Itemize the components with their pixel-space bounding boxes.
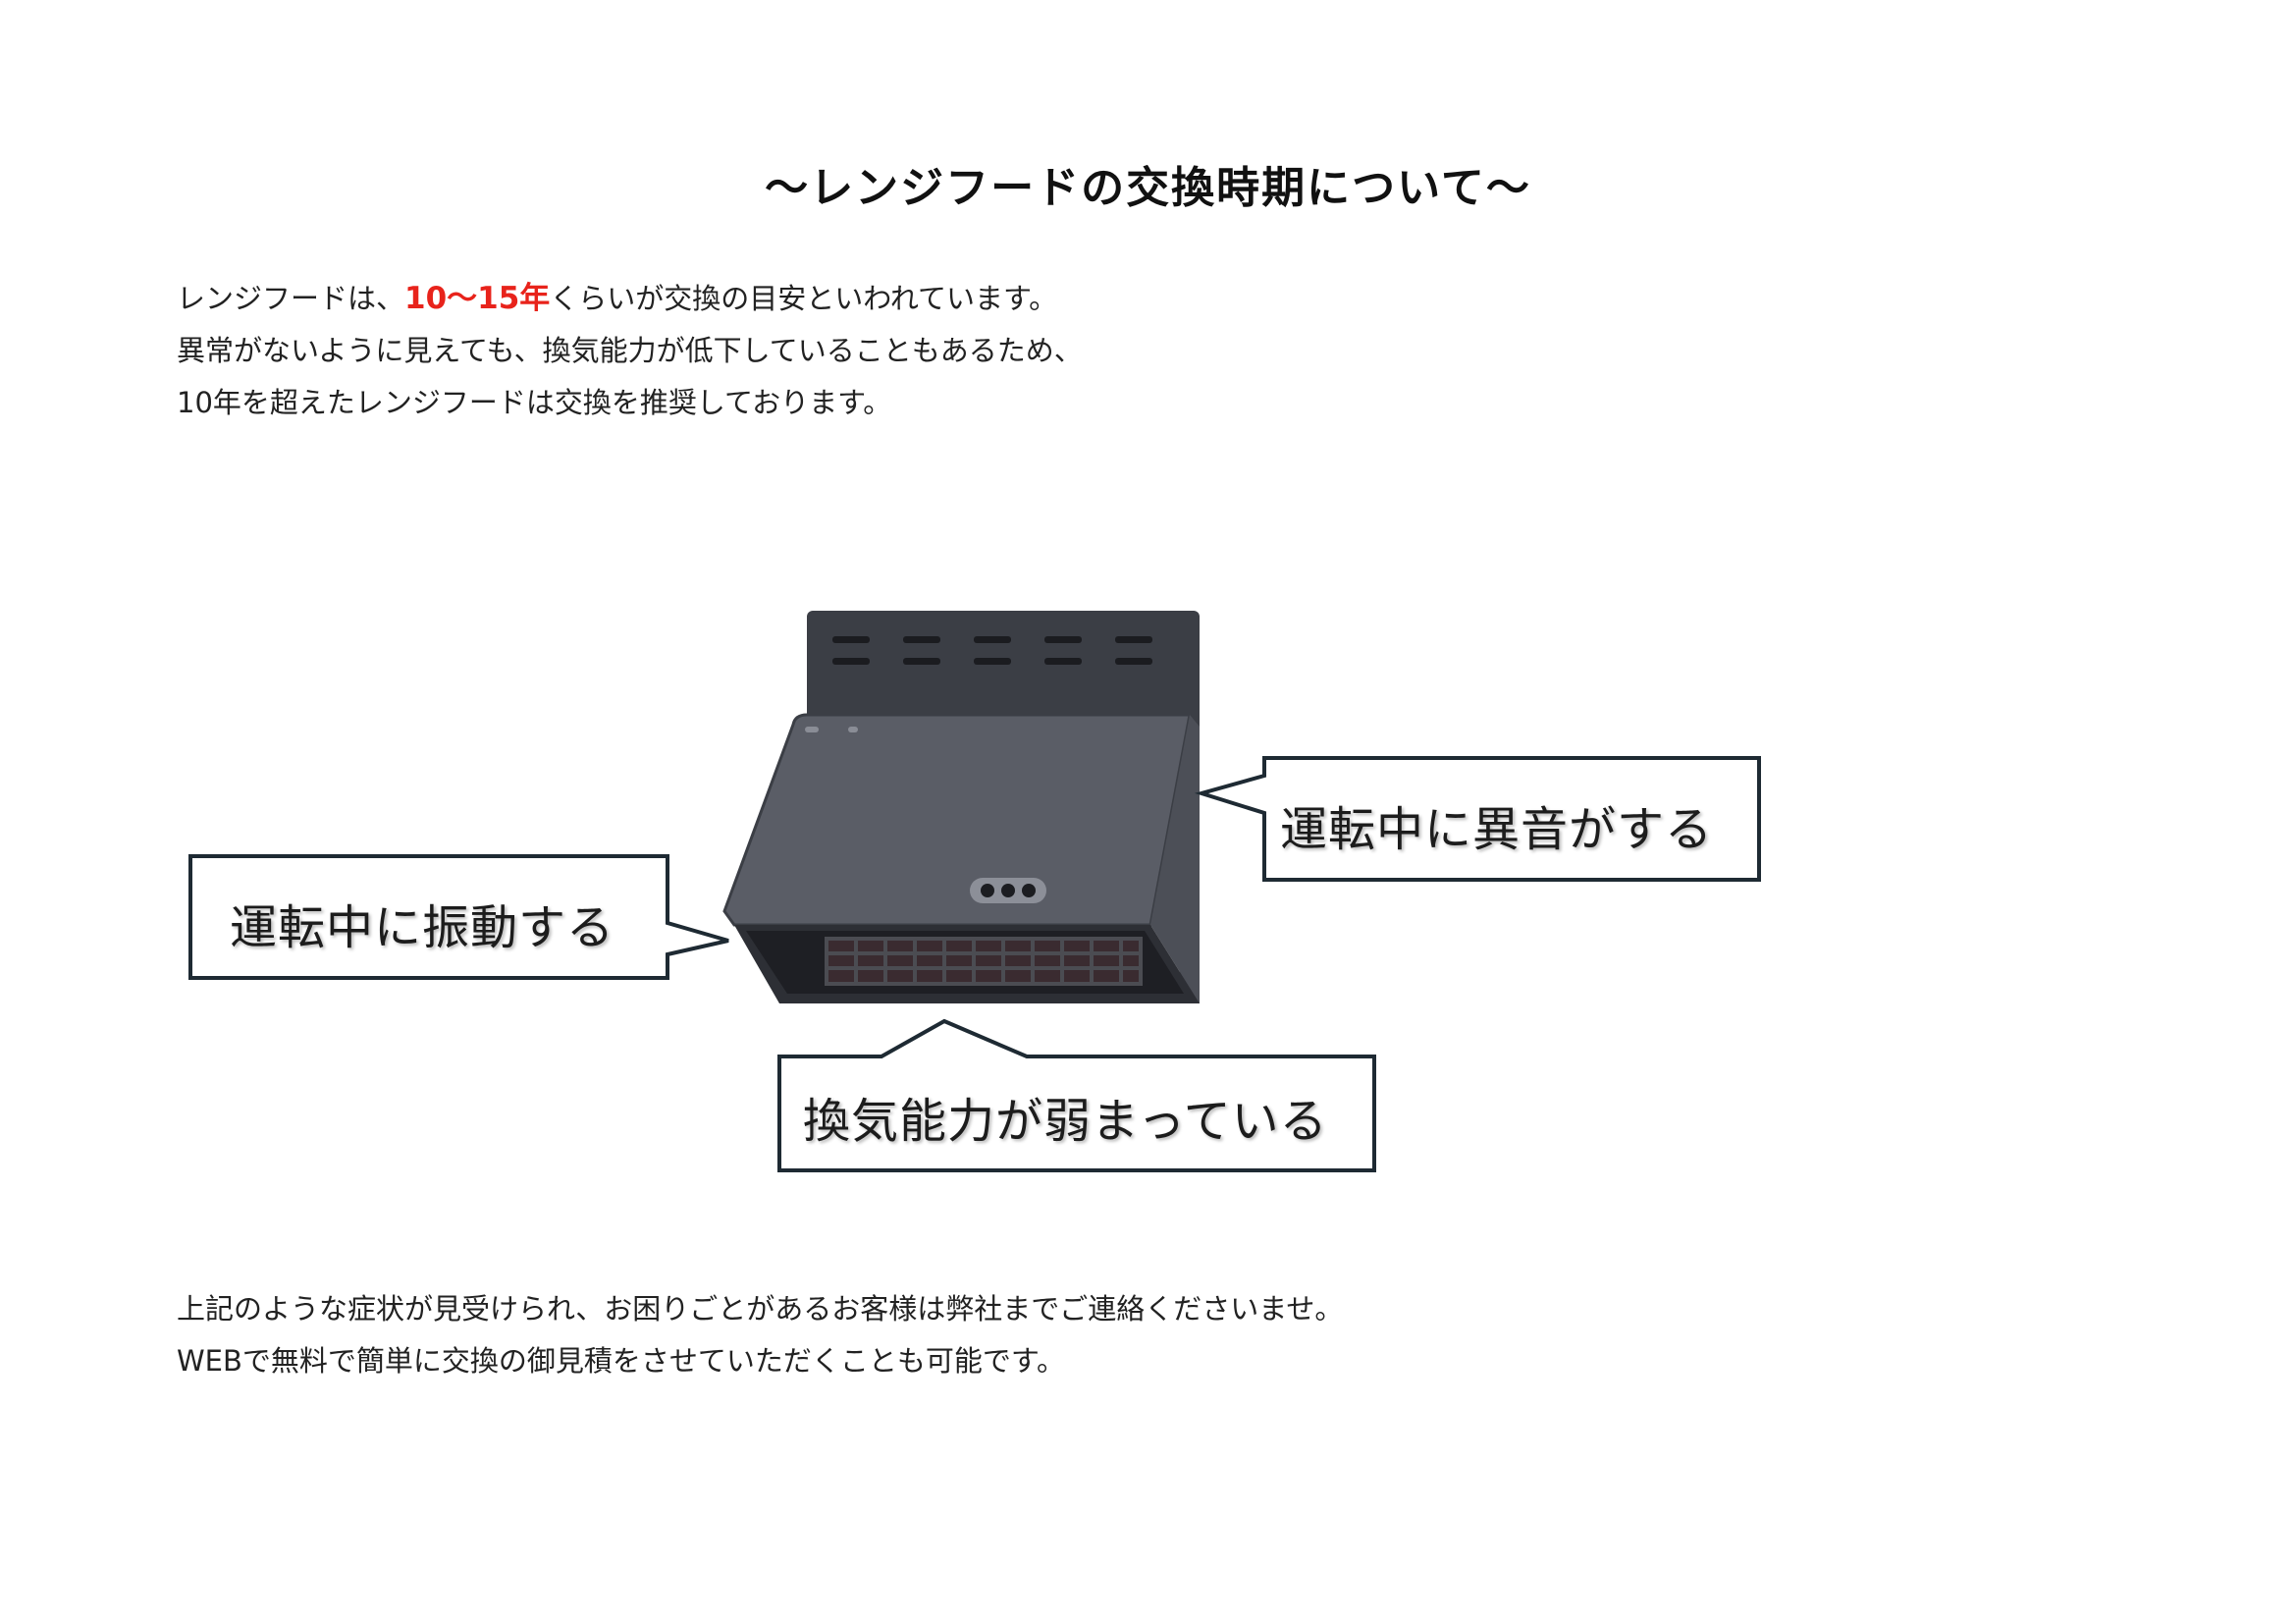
intro-line-1: レンジフードは、10～15年くらいが交換の目安といわれています。 <box>177 273 1083 325</box>
replacement-period-highlight: 10～15年 <box>404 281 551 316</box>
duct-vent-slots <box>832 636 1152 665</box>
hood-side-face <box>1150 715 1200 1003</box>
page-title: ～レンジフードの交換時期について～ <box>765 163 1531 213</box>
closing-line-1: 上記のような症状が見受けられ、お困りごとがあるお客様は弊社までご連絡くださいませ… <box>177 1292 1344 1326</box>
intro-line-1-end: くらいが交換の目安といわれています。 <box>550 282 1058 315</box>
grease-filter <box>825 937 1143 986</box>
callout-weak-text: 換気能力が弱まっている <box>803 1094 1328 1149</box>
intro-line-3: 10年を超えたレンジフードは交換を推奨しております。 <box>177 386 892 419</box>
intro-line-1-start: レンジフードは、 <box>177 282 405 315</box>
callout-noise-text: 運転中に異音がする <box>1280 802 1714 857</box>
callout-vibration-text: 運転中に振動する <box>230 900 615 955</box>
closing-line-2: WEBで無料で簡単に交換の御見積をさせていただくことも可能です。 <box>177 1344 1065 1378</box>
range-hood-illustration <box>722 611 1200 1003</box>
intro-line-2: 異常がないように見えても、換気能力が低下していることもあるため、 <box>177 334 1083 367</box>
closing-paragraph: 上記のような症状が見受けられ、お困りごとがあるお客様は弊社までご連絡くださいませ… <box>177 1283 1343 1387</box>
hood-control-buttons <box>970 878 1046 903</box>
intro-paragraph: レンジフードは、10～15年くらいが交換の目安といわれています。 異常がないよう… <box>177 273 1083 429</box>
hood-body <box>722 713 1192 927</box>
